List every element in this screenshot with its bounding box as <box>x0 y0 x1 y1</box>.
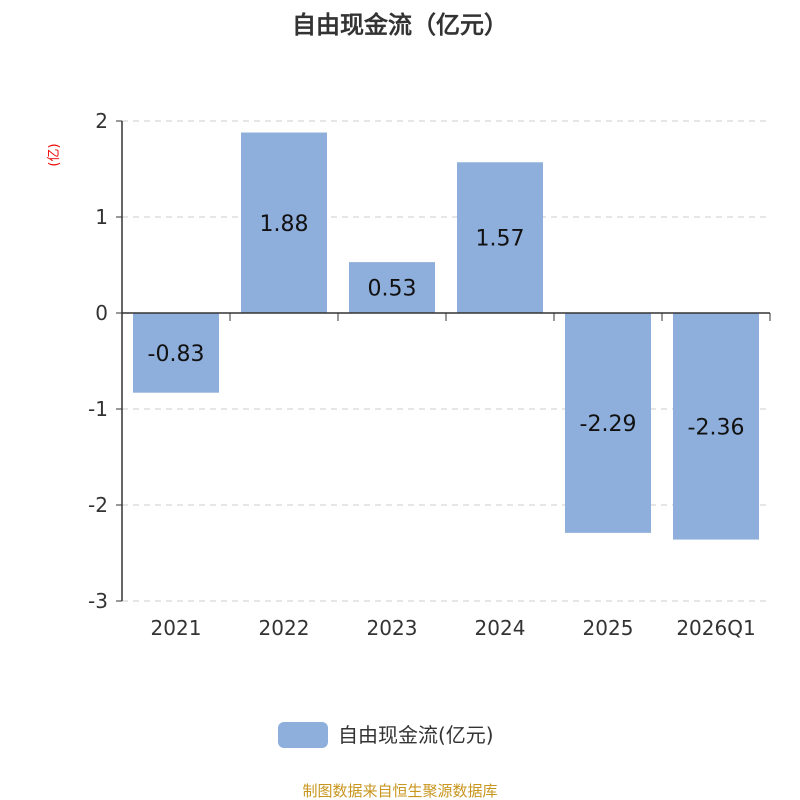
y-tick-label: 0 <box>95 301 108 325</box>
y-tick-label: 2 <box>95 109 108 133</box>
data-label: 1.88 <box>260 212 309 237</box>
y-tick-label: 1 <box>95 205 108 229</box>
y-tick-label: -2 <box>88 493 108 517</box>
y-tick-label: -3 <box>88 589 108 613</box>
y-tick-label: -1 <box>88 397 108 421</box>
bar-2025[interactable] <box>565 313 651 533</box>
x-tick-label: 2021 <box>151 616 202 640</box>
legend-swatch[interactable] <box>278 722 328 748</box>
legend-label[interactable]: 自由现金流(亿元) <box>338 723 494 747</box>
bar-2024[interactable] <box>457 162 543 313</box>
bar-2023[interactable] <box>349 262 435 313</box>
bar-2021[interactable] <box>133 313 219 393</box>
data-label: -2.36 <box>688 415 745 440</box>
y-axis-unit: (亿) <box>47 143 62 166</box>
chart-title: 自由现金流（亿元） <box>292 11 508 39</box>
x-tick-label: 2022 <box>259 616 310 640</box>
data-label: -2.29 <box>580 412 637 437</box>
bar-2022[interactable] <box>241 132 327 313</box>
footer-source: 制图数据来自恒生聚源数据库 <box>302 782 497 800</box>
data-label: 0.53 <box>368 277 417 302</box>
x-tick-label: 2024 <box>475 616 526 640</box>
x-tick-label: 2026Q1 <box>676 616 755 640</box>
data-label: 1.57 <box>476 227 525 252</box>
x-tick-label: 2025 <box>583 616 634 640</box>
data-label: -0.83 <box>148 342 205 367</box>
bar-2026Q1[interactable] <box>673 313 759 540</box>
x-tick-label: 2023 <box>367 616 418 640</box>
